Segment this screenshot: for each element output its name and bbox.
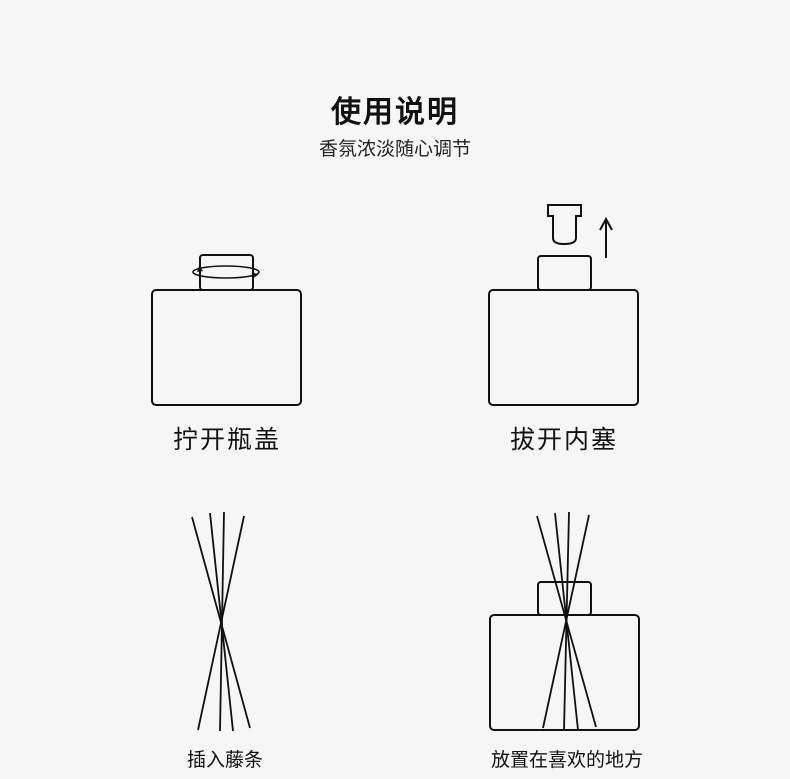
page-subtitle: 香氛浓淡随心调节 xyxy=(318,138,471,160)
bottle-twist-cap-icon xyxy=(151,254,302,406)
step-label-place: 放置在喜欢的地方 xyxy=(490,749,643,771)
step-label-remove-stopper: 拔开内塞 xyxy=(509,425,618,454)
bottle-with-reeds-icon xyxy=(489,511,640,731)
step-label-insert-reeds: 插入藤条 xyxy=(186,749,263,771)
bottle-remove-stopper-icon xyxy=(488,204,639,406)
step-label-twist-cap: 拧开瓶盖 xyxy=(172,425,281,454)
reed-sticks-icon xyxy=(191,511,251,732)
page-title: 使用说明 xyxy=(331,95,459,130)
